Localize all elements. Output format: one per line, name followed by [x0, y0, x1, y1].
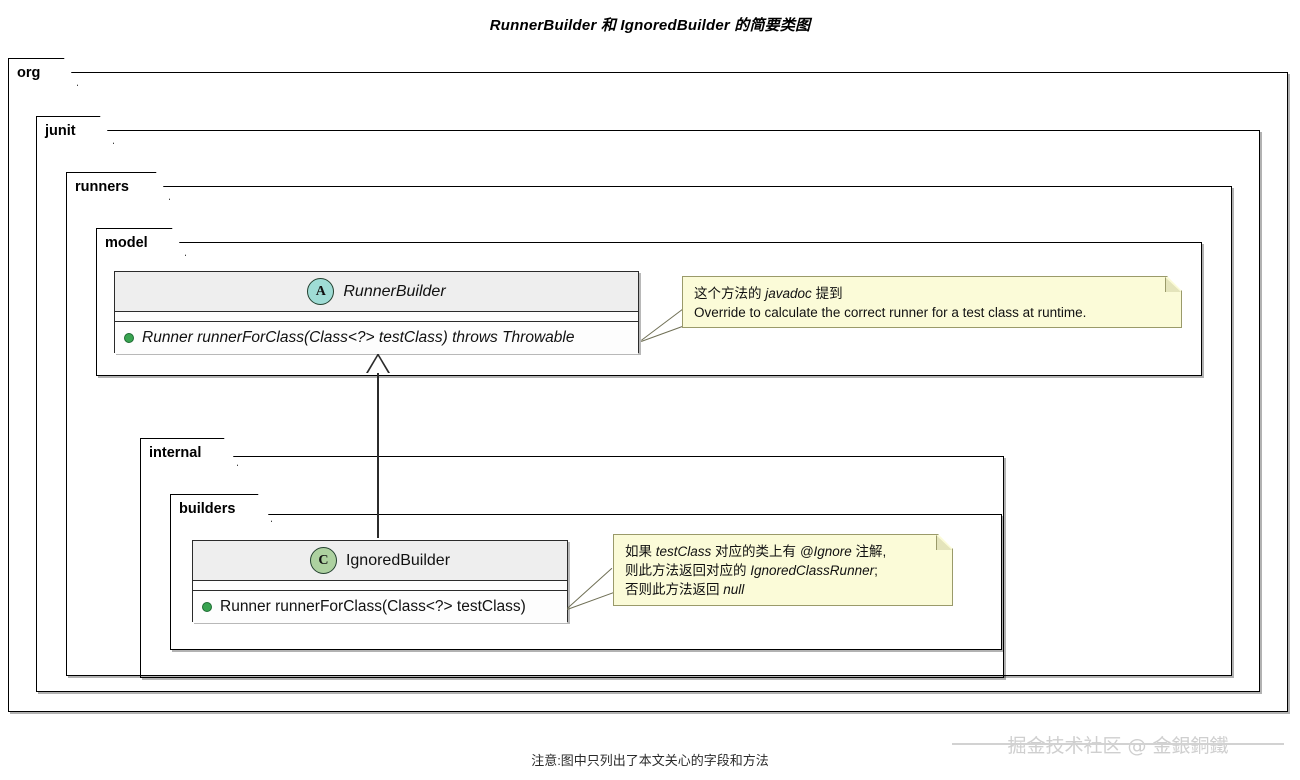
- class-box-ignoredbuilder[interactable]: C IgnoredBuilder Runner runnerForClass(C…: [192, 540, 568, 623]
- class-attributes-compartment-ignoredbuilder: [193, 581, 567, 591]
- package-internal-label: internal: [149, 444, 202, 461]
- class-attributes-compartment-runnerbuilder: [115, 312, 638, 322]
- package-org: [8, 72, 1288, 712]
- package-junit-tab: junit: [36, 116, 114, 144]
- package-junit-label: junit: [45, 122, 76, 139]
- package-runners-tab: runners: [66, 172, 170, 200]
- package-model: [96, 242, 1202, 376]
- diagram-footer-note: 注意:图中只列出了本文关心的字段和方法: [531, 753, 769, 768]
- diagram-title: RunnerBuilder 和 IgnoredBuilder 的简要类图: [489, 17, 811, 34]
- class-header-runnerbuilder: A RunnerBuilder: [115, 272, 638, 312]
- abstract-class-icon: A: [307, 278, 335, 305]
- public-visibility-icon: [202, 602, 212, 612]
- package-builders: [170, 514, 1002, 650]
- note-runnerbuilder: 这个方法的 javadoc 提到 Override to calculate t…: [682, 276, 1182, 328]
- package-runners-label: runners: [75, 178, 129, 195]
- package-builders-label: builders: [179, 500, 236, 517]
- package-junit: [36, 130, 1260, 692]
- package-org-tab: org: [8, 58, 78, 86]
- public-visibility-icon: [124, 333, 134, 343]
- package-internal: [140, 456, 1004, 678]
- class-method-row-runnerbuilder[interactable]: Runner runnerForClass(Class<?> testClass…: [115, 322, 638, 354]
- package-org-label: org: [17, 64, 41, 81]
- package-internal-tab: internal: [140, 438, 238, 466]
- note-line: 否则此方法返回 null: [625, 582, 745, 597]
- class-name-runnerbuilder: RunnerBuilder: [343, 282, 446, 300]
- generalization-line: [377, 372, 380, 538]
- package-model-label: model: [105, 234, 148, 251]
- package-builders-tab: builders: [170, 494, 272, 522]
- concrete-class-icon: C: [309, 547, 337, 574]
- note-line: 如果 testClass 对应的类上有 @Ignore 注解,: [625, 544, 887, 559]
- package-model-tab: model: [96, 228, 186, 256]
- class-header-ignoredbuilder: C IgnoredBuilder: [193, 541, 567, 581]
- note-line: 则此方法返回对应的 IgnoredClassRunner;: [625, 563, 878, 578]
- note-ignoredbuilder: 如果 testClass 对应的类上有 @Ignore 注解, 则此方法返回对应…: [613, 534, 953, 606]
- generalization-arrowhead-fill: [368, 356, 388, 373]
- watermark: 掘金技术社区 @ 金銀銅鐵: [1007, 734, 1229, 757]
- method-signature-runnerbuilder: Runner runnerForClass(Class<?> testClass…: [142, 329, 575, 346]
- package-runners: [66, 186, 1232, 676]
- method-signature-ignoredbuilder: Runner runnerForClass(Class<?> testClass…: [220, 598, 526, 615]
- note-line: Override to calculate the correct runner…: [694, 305, 1087, 320]
- watermark-strike-line: [952, 743, 1284, 745]
- note-line: 这个方法的 javadoc 提到: [694, 286, 843, 301]
- class-box-runnerbuilder[interactable]: A RunnerBuilder Runner runnerForClass(Cl…: [114, 271, 639, 354]
- class-method-row-ignoredbuilder[interactable]: Runner runnerForClass(Class<?> testClass…: [193, 591, 567, 623]
- class-name-ignoredbuilder: IgnoredBuilder: [345, 551, 451, 569]
